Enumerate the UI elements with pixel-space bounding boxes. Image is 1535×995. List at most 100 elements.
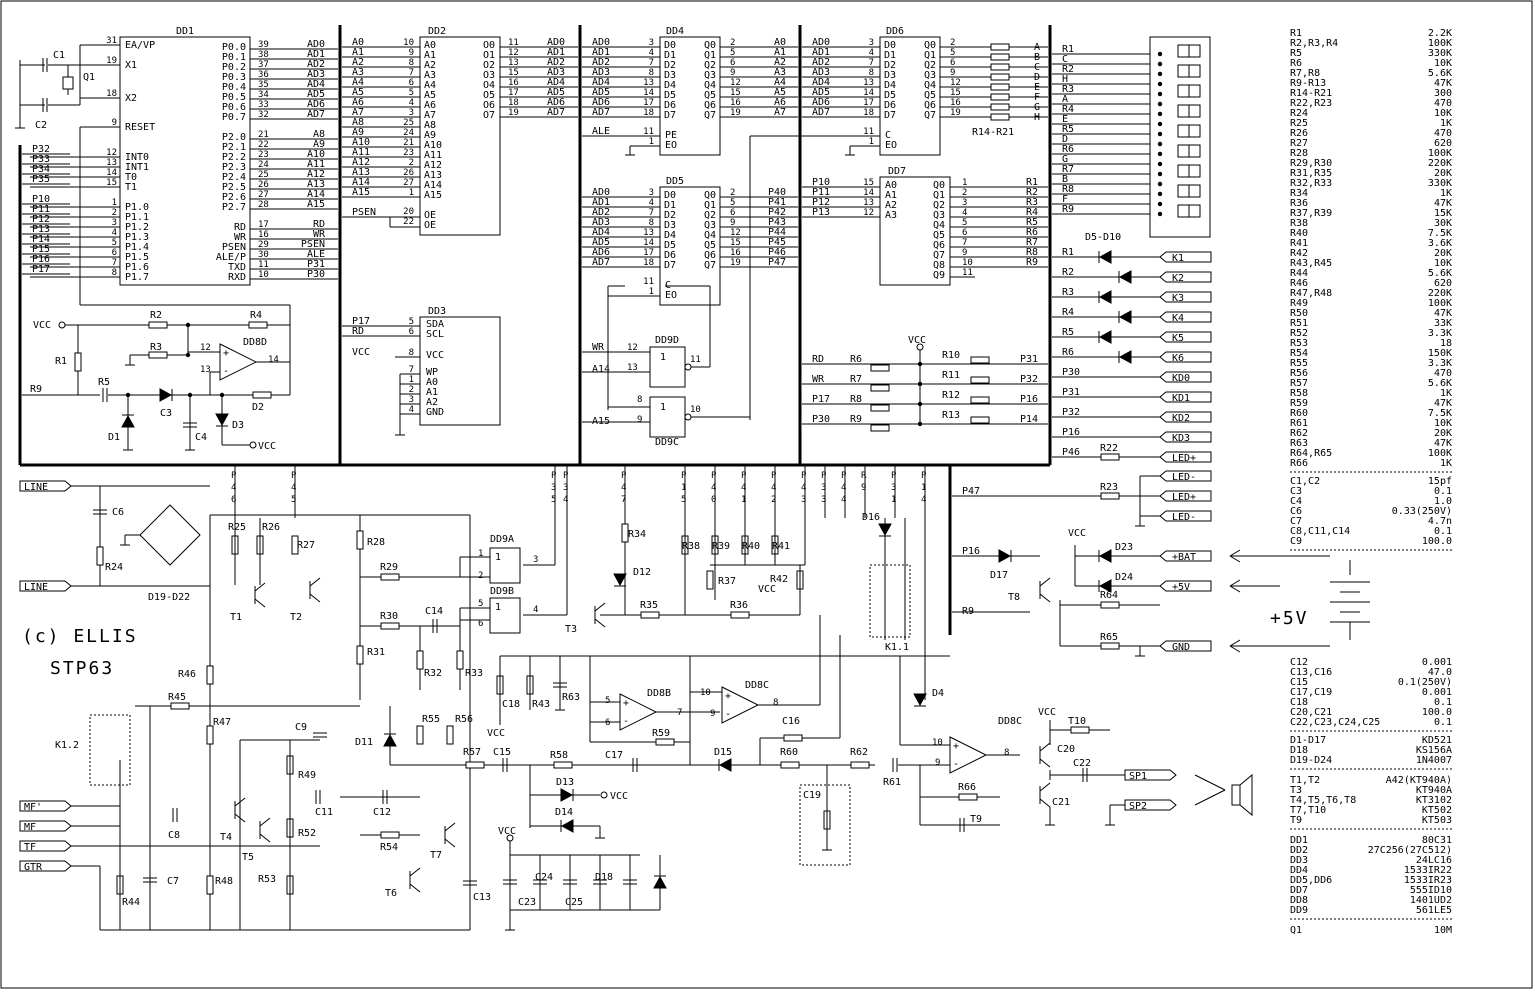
pin: 2 xyxy=(409,385,414,395)
dd5-pin-name: Q7 xyxy=(704,260,716,271)
bom-ref-res: R66 xyxy=(1290,458,1308,469)
dd5-pin-name: D5 xyxy=(664,240,676,251)
dd1-net-label: P14 xyxy=(32,234,50,245)
dd5-pin-name: Q4 xyxy=(704,230,716,241)
bom-value-ic: 1401UD2 xyxy=(1410,895,1452,906)
res-r22 xyxy=(1100,453,1120,461)
dd1-net-label: AD1 xyxy=(307,49,325,60)
dd1-pin-name: P2.3 xyxy=(222,162,246,173)
display-net: R4 xyxy=(1062,104,1074,115)
connector-label: LED- xyxy=(1172,512,1196,523)
cap xyxy=(533,879,547,885)
bom-ref-cap: C9 xyxy=(1290,536,1302,547)
connector-flag xyxy=(1159,331,1212,343)
part-q1: Q1 xyxy=(83,72,95,83)
diode-triangle xyxy=(1118,350,1132,364)
pin: 7 xyxy=(409,365,414,375)
connector-label: TF xyxy=(24,842,36,853)
dd2-pin-name: A7 xyxy=(424,110,436,121)
stub-letter: P xyxy=(741,471,747,481)
dd2-pin-name: A5 xyxy=(424,90,436,101)
connector-flag xyxy=(1159,431,1212,443)
bom-ref-res: R38 xyxy=(1290,218,1308,229)
part: D16 xyxy=(862,512,880,523)
dd2-pin-name: O5 xyxy=(483,90,495,101)
dd1-pin-num: 2 xyxy=(112,208,117,218)
part-r42: R42 xyxy=(770,574,788,585)
bridge xyxy=(139,504,201,566)
bom-value-cap: 0.1 xyxy=(1434,717,1452,728)
dd2-net: AD7 xyxy=(547,107,565,118)
dd2-pin-num: 15 xyxy=(508,68,519,78)
connector-label: +5V xyxy=(1172,582,1190,593)
dd1-net-label: P15 xyxy=(32,244,50,255)
vcc-terminal xyxy=(916,343,924,351)
part-c11: C11 xyxy=(315,807,333,818)
dd6-out: C xyxy=(1034,62,1040,73)
dd1-pin-num: 14 xyxy=(106,168,117,178)
part-r51: R43 xyxy=(532,699,550,710)
pin: 19 xyxy=(730,108,741,118)
bom-ref-cap: C3 xyxy=(1290,486,1302,497)
dd1-pin-num: 29 xyxy=(258,240,269,250)
part-c8: C8 xyxy=(168,830,180,841)
dd1-pin-num: 13 xyxy=(106,158,117,168)
stub-digit: 3 xyxy=(551,483,556,493)
vcc-label: VCC xyxy=(1038,707,1056,718)
dd2-pin-num: 11 xyxy=(508,38,519,48)
net: P47 xyxy=(962,486,980,497)
opamp-plus: + xyxy=(725,691,731,702)
diode-triangle xyxy=(215,413,229,427)
dd6-out: A xyxy=(1034,42,1040,53)
transistor-emitter xyxy=(1039,798,1051,808)
bom-ref-res: R50 xyxy=(1290,308,1308,319)
transistor-collector xyxy=(254,582,266,592)
dd3-net: RD xyxy=(352,326,364,337)
connector-flag xyxy=(1159,510,1212,522)
dd5-pin-name: Q0 xyxy=(704,190,716,201)
pin-name: A3 xyxy=(885,210,897,221)
vcc-terminal xyxy=(600,791,608,799)
transistor-t7 xyxy=(444,822,456,848)
pin: 7 xyxy=(962,238,967,248)
pin: 8 xyxy=(773,698,778,708)
pin: 19 xyxy=(950,108,961,118)
part: R65 xyxy=(1100,632,1118,643)
stub-digit: 5 xyxy=(291,495,296,505)
dd4-pin-name: D7 xyxy=(664,110,676,121)
gate-dd9a xyxy=(489,547,521,584)
pin: 17 xyxy=(643,98,654,108)
part-r2: R2 xyxy=(150,310,162,321)
gate-dd9d xyxy=(649,346,686,388)
part-c6: C6 xyxy=(112,507,124,518)
part-r61: R62 xyxy=(850,747,868,758)
bom-ref-cap: C22,C23,C24,C25 xyxy=(1290,717,1380,728)
res-r14-21 xyxy=(990,93,1010,101)
crystal-q1 xyxy=(62,76,74,90)
part-c12: C12 xyxy=(373,807,391,818)
pin: 17 xyxy=(643,248,654,258)
part-t5: T5 xyxy=(242,852,254,863)
dd1-pin-num: 28 xyxy=(258,200,269,210)
diode-triangle xyxy=(878,523,892,537)
dd3-pin-name: A0 xyxy=(426,377,438,388)
dd1-net-label: AD5 xyxy=(307,89,325,100)
bom-ref-res: R46 xyxy=(1290,278,1308,289)
part-r48: R48 xyxy=(215,876,233,887)
part-d3: D3 xyxy=(232,420,244,431)
io-connector: KD1 xyxy=(1159,391,1212,404)
dd2-net: A3 xyxy=(352,67,364,78)
stub-digit: 4 xyxy=(841,483,846,493)
part-r25: R25 xyxy=(228,522,246,533)
cap-c2 xyxy=(42,98,48,112)
diode-triangle xyxy=(1098,549,1112,563)
res-r4 xyxy=(248,321,268,329)
pin: 5 xyxy=(605,696,610,706)
dd1-pin-num: 27 xyxy=(258,190,269,200)
bom-ref-res: R31,R35 xyxy=(1290,168,1332,179)
pin: 11 xyxy=(863,127,874,137)
res-r62 xyxy=(780,761,800,769)
pin: 8 xyxy=(649,68,654,78)
chip-dd7-name: DD7 xyxy=(888,166,906,177)
